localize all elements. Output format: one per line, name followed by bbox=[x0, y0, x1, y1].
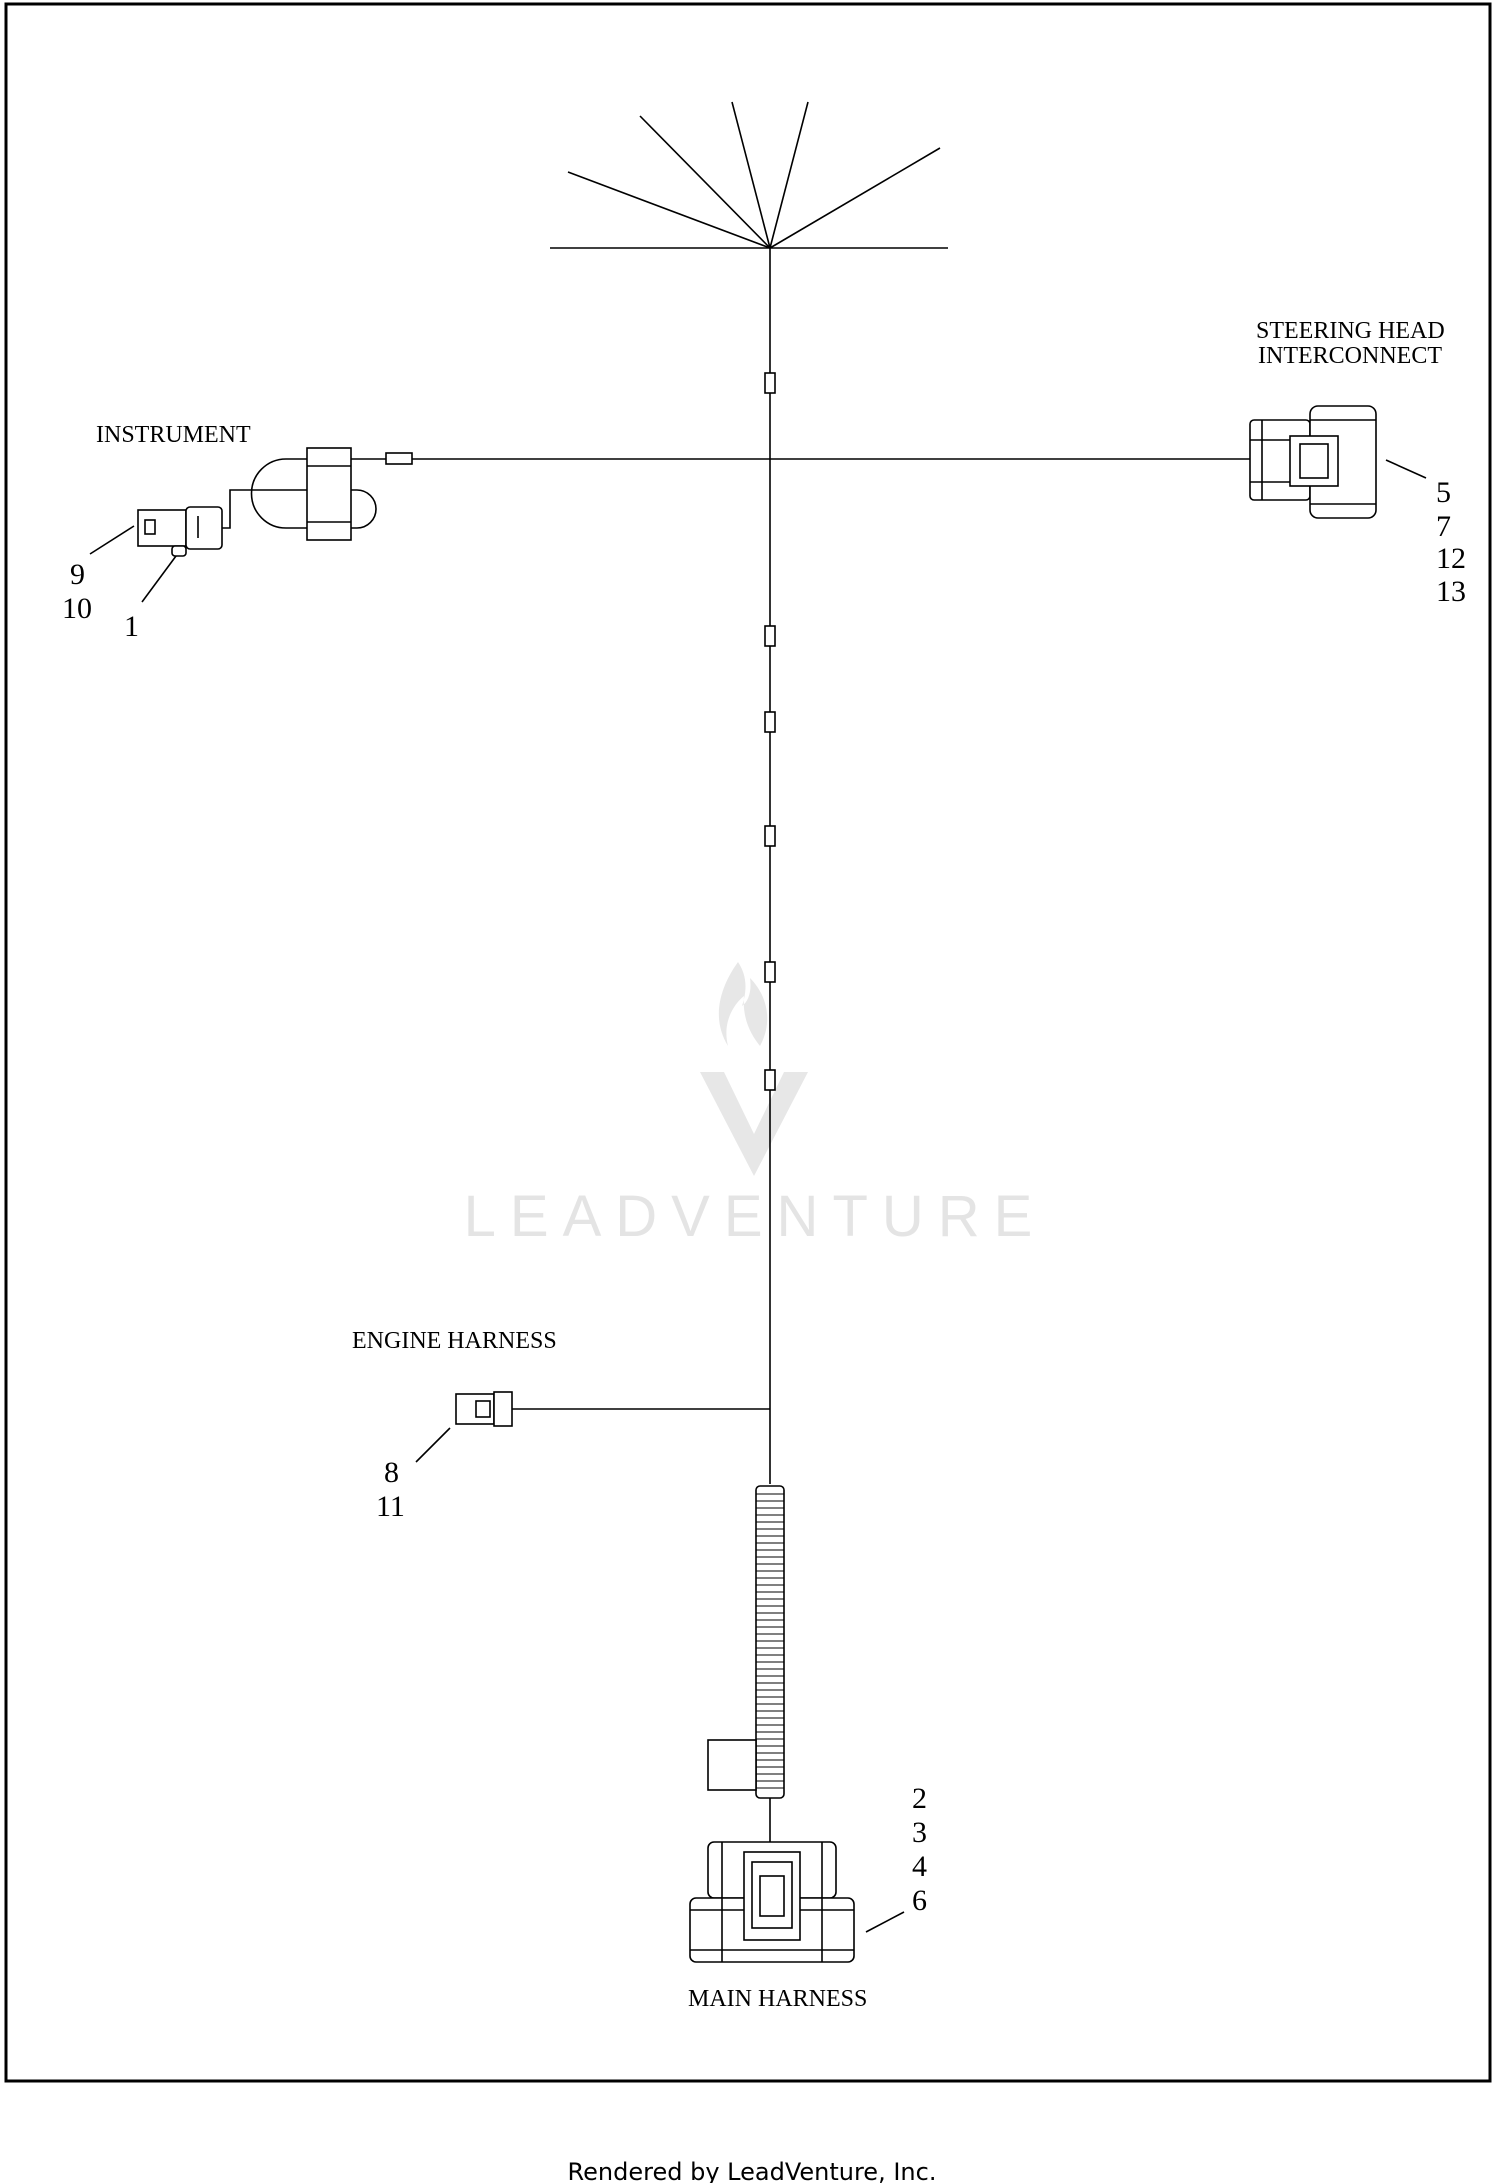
callout-9: 9 bbox=[70, 558, 85, 591]
breakout-fan bbox=[550, 101, 948, 249]
callout-6: 6 bbox=[912, 1884, 927, 1917]
steering-head-connector bbox=[1249, 405, 1377, 519]
callout-11: 11 bbox=[376, 1490, 405, 1523]
engine-harness-label: ENGINE HARNESS bbox=[352, 1328, 557, 1354]
steering-head-label-line1: STEERING HEAD bbox=[1256, 318, 1445, 344]
callout-4: 4 bbox=[912, 1850, 927, 1883]
branch-clip bbox=[385, 452, 413, 465]
diagram-border bbox=[4, 2, 1492, 2083]
footer-credit: Rendered by LeadVenture, Inc. bbox=[568, 2158, 937, 2183]
corrugated-conduit bbox=[707, 1485, 785, 1799]
watermark-text: LEADVENTURE bbox=[464, 1184, 1047, 1249]
callout-2: 2 bbox=[912, 1782, 927, 1815]
main-harness-connector bbox=[689, 1841, 855, 1963]
instrument-wire-loop bbox=[210, 447, 386, 541]
callout-13: 13 bbox=[1436, 575, 1466, 608]
instrument-label: INSTRUMENT bbox=[96, 422, 251, 448]
callout-10: 10 bbox=[62, 592, 92, 625]
callout-3: 3 bbox=[912, 1816, 927, 1849]
callout-5: 5 bbox=[1436, 476, 1451, 509]
leader-lines bbox=[89, 459, 1427, 1933]
trunk-clips bbox=[764, 372, 776, 1091]
callout-12: 12 bbox=[1436, 542, 1466, 575]
instrument-connector bbox=[137, 506, 223, 557]
steering-head-label-line2: INTERCONNECT bbox=[1258, 343, 1442, 369]
engine-harness-connector bbox=[455, 1391, 513, 1427]
callout-8: 8 bbox=[384, 1456, 399, 1489]
leadventure-watermark-logo bbox=[700, 962, 808, 1176]
callout-7: 7 bbox=[1436, 510, 1451, 543]
main-harness-label: MAIN HARNESS bbox=[688, 1986, 867, 2012]
callout-1: 1 bbox=[124, 610, 139, 643]
